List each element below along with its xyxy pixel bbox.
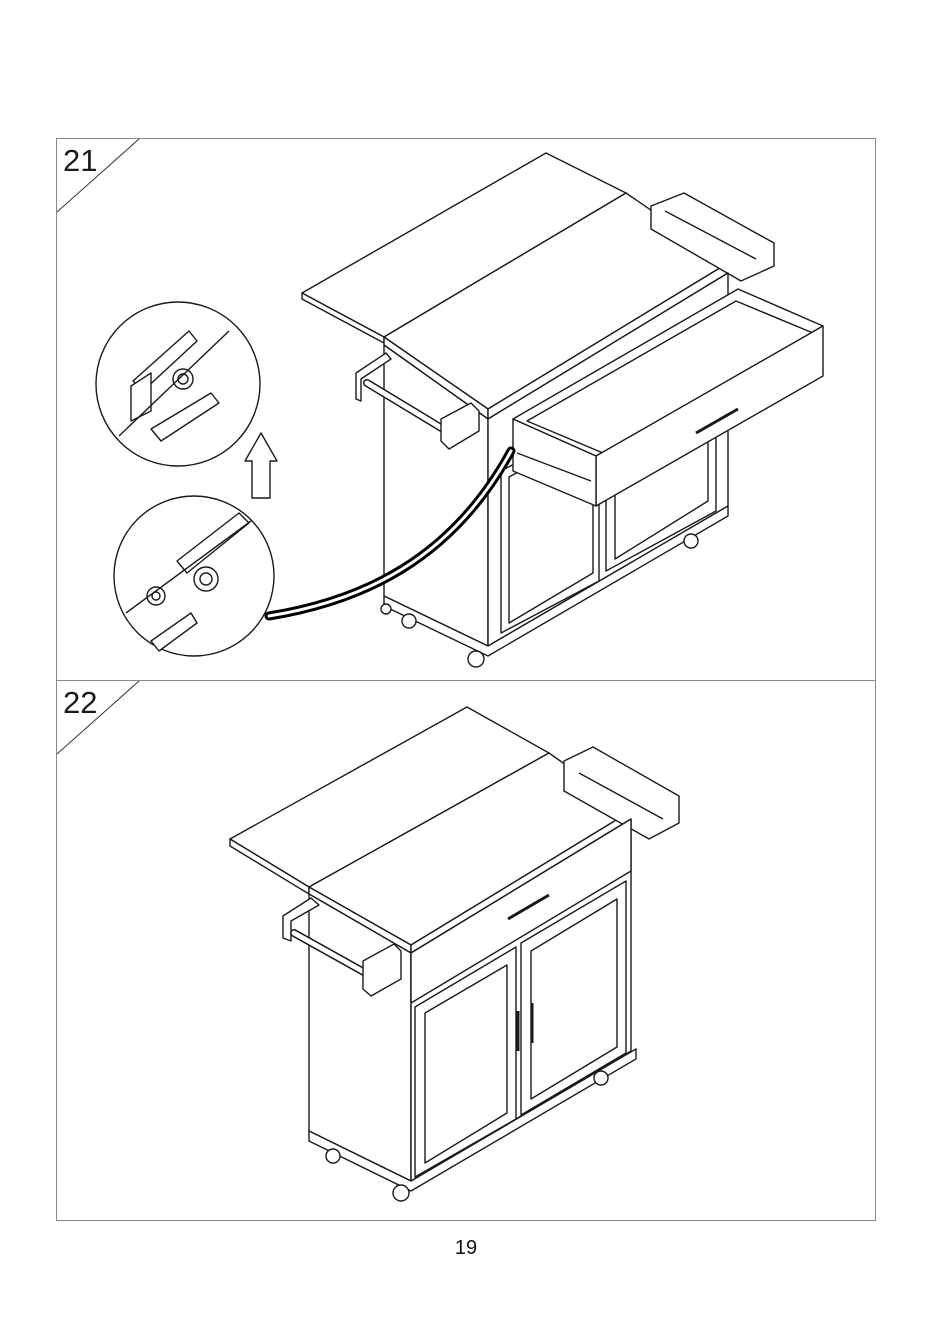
step-22-illustration	[57, 681, 877, 1222]
step-21-panel: 21	[56, 138, 876, 681]
step-21-illustration	[57, 139, 877, 682]
up-arrow-icon	[245, 433, 277, 498]
step-22-panel: 22	[56, 680, 876, 1221]
page-number: 19	[0, 1237, 932, 1260]
